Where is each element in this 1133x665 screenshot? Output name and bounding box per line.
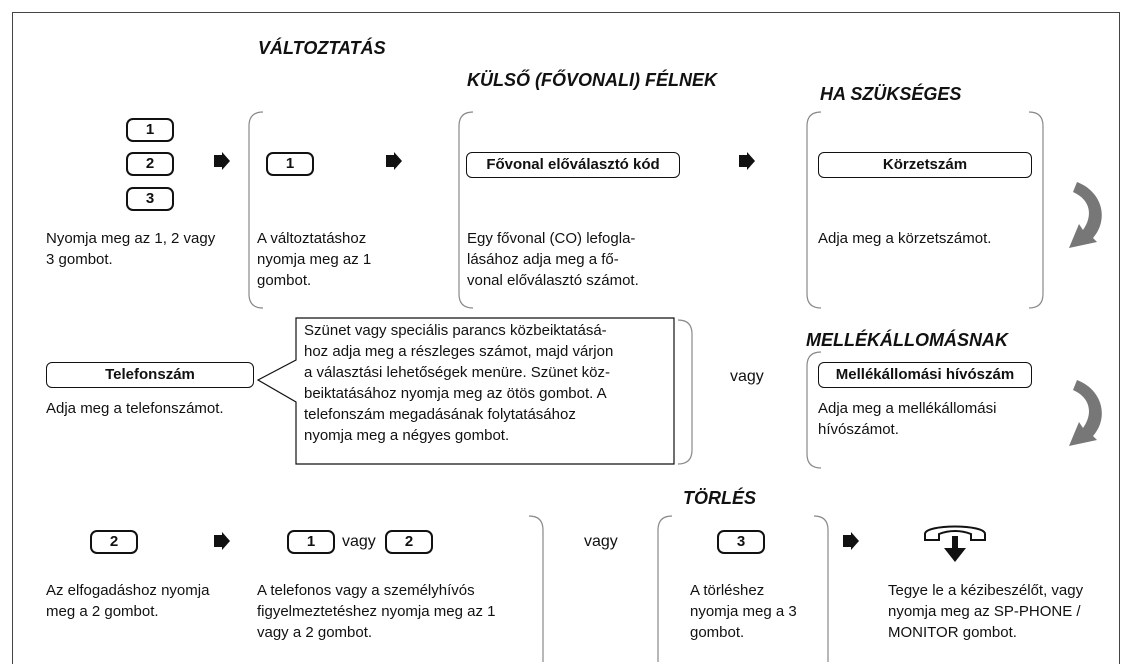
change-desc-line2: nyomja meg az 1 [257,251,372,268]
alert-desc-line1: A telefonos vagy a személyhívós [257,582,475,599]
heading-delete: TÖRLÉS [683,488,757,508]
bracket-right [1028,111,1044,309]
bracket-left [806,351,822,469]
callout-line: Szünet vagy speciális parancs közbeiktat… [304,322,607,339]
key-1-alert: 1 [287,530,335,554]
bracket-right [813,515,829,662]
arrow-right-icon [214,152,230,170]
heading-extension: MELLÉKÁLLOMÁSNAK [806,330,1008,350]
trunk-desc-line2: lásához adja meg a fő- [467,251,619,268]
bracket-left [458,111,474,309]
key-2-alert: 2 [385,530,433,554]
trunk-desc-line3: vonal előválasztó számot. [467,272,639,289]
delete-desc-line3: gombot. [690,624,745,641]
handset-hangup-icon [924,525,986,562]
change-desc-line3: gombot. [257,272,312,289]
accept-desc-line1: Az elfogadáshoz nyomja [46,582,210,599]
bracket-right [528,515,544,662]
hangup-desc-line3: MONITOR gombot. [888,624,1017,641]
change-desc-line1: A változtatáshoz [257,230,367,247]
hangup-desc-line1: Tegye le a kézibeszélőt, vagy [888,582,1084,599]
bracket-right [677,319,693,465]
area-desc: Adja meg a körzetszámot. [818,230,992,247]
key-2-accept: 2 [90,530,138,554]
bracket-left [248,111,264,309]
or-text-row3: vagy [584,533,618,550]
accept-desc-line2: meg a 2 gombot. [46,603,159,620]
delete-desc-line2: nyomja meg a 3 [690,603,797,620]
key-2: 2 [126,152,174,176]
hangup-desc-line2: nyomja meg az SP-PHONE / [888,603,1081,620]
extension-desc-line2: hívószámot. [818,421,899,438]
trunk-desc-line1: Egy fővonal (CO) lefogla- [467,230,636,247]
callout-line: telefonszám megadásának folytatásához [304,406,576,423]
callout-line: beiktatásához nyomja meg az ötös gombot.… [304,385,607,402]
press-123-line2: 3 gombot. [46,251,113,268]
callout-line: a választási lehetőségek menüre. Szünet … [304,364,610,381]
alert-desc-line3: vagy a 2 gombot. [257,624,373,641]
delete-desc-line1: A törléshez [690,582,765,599]
press-123-line1: Nyomja meg az 1, 2 vagy [46,230,216,247]
key-1: 1 [126,118,174,142]
callout-text: Szünet vagy speciális parancs közbeiktat… [304,320,674,446]
heading-external: KÜLSŐ (FŐVONALI) FÉLNEK [467,70,717,90]
area-code-label: Körzetszám [818,152,1032,178]
diagram-frame [12,12,1120,664]
heading-if-needed: HA SZÜKSÉGES [820,84,962,104]
key-3-delete: 3 [717,530,765,554]
extension-number-label: Mellékállomási hívószám [818,362,1032,388]
key-1-change: 1 [266,152,314,176]
phone-number-label: Telefonszám [46,362,254,388]
callout-line: hoz adja meg a részleges számot, majd vá… [304,343,614,360]
return-arrow-icon [1069,182,1102,248]
alert-desc-line2: figyelmeztetéshez nyomja meg az 1 [257,603,496,620]
or-inline-text: vagy [342,533,376,550]
key-3: 3 [126,187,174,211]
extension-desc-line1: Adja meg a mellékállomási [818,400,997,417]
bracket-left [806,111,822,309]
arrow-right-icon [843,532,859,550]
arrow-right-icon [386,152,402,170]
heading-change: VÁLTOZTATÁS [258,38,386,58]
callout-line: nyomja meg a négyes gombot. [304,427,510,444]
trunk-code-label: Fővonal előválasztó kód [466,152,680,178]
or-text: vagy [730,368,764,385]
arrow-right-icon [739,152,755,170]
return-arrow-icon [1069,380,1102,446]
phone-desc: Adja meg a telefonszámot. [46,400,224,417]
callout-box [256,317,675,465]
bracket-left [657,515,673,662]
arrow-right-icon [214,532,230,550]
